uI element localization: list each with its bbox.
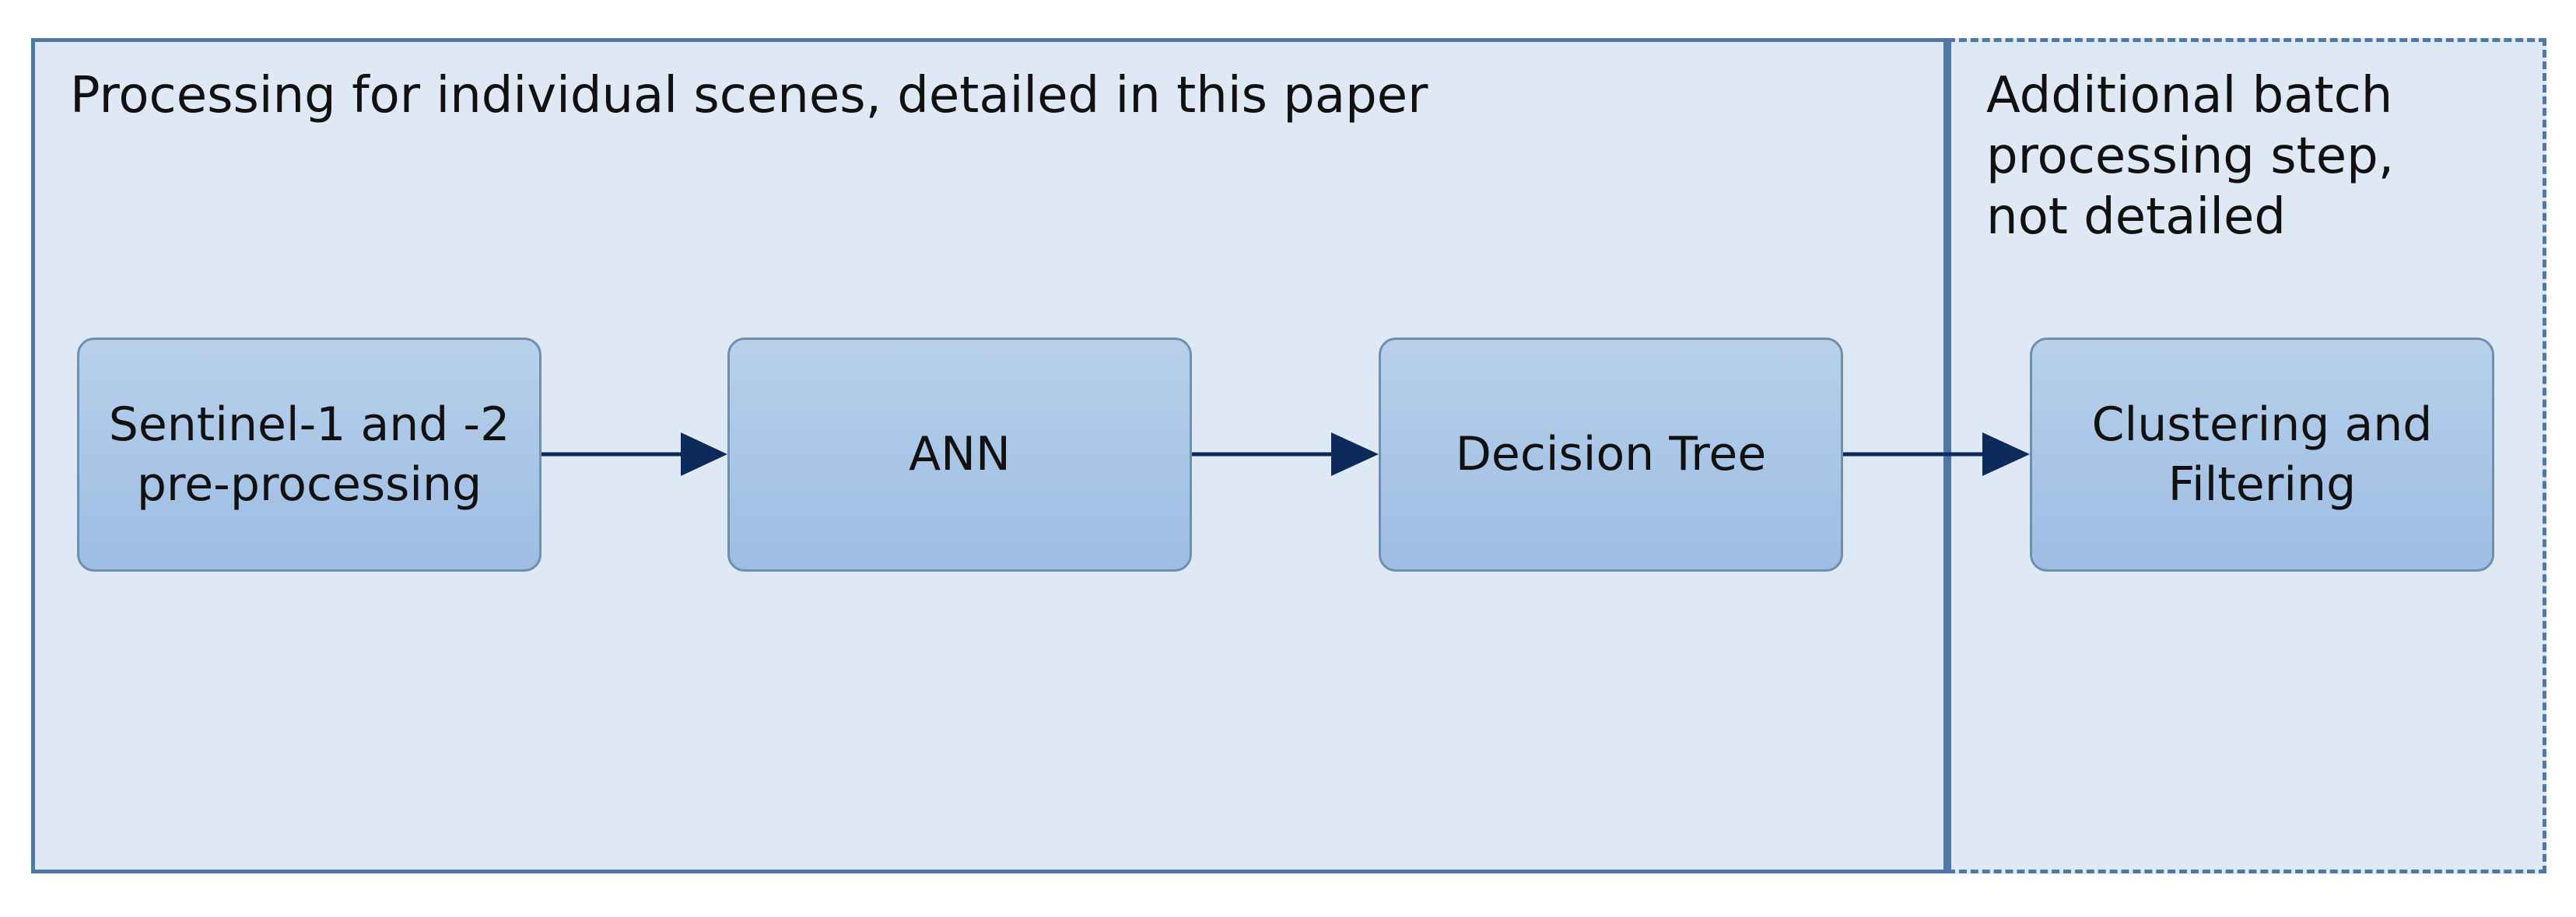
clustering-filtering-label: Clustering and Filtering [2091,397,2433,512]
batch-region-title: Additional batch processing step, not de… [1986,67,2395,247]
sentinel-preprocessing-step[interactable]: Sentinel-1 and -2 pre-processing [77,338,541,572]
clustering-filtering-step[interactable]: Clustering and Filtering [2030,338,2494,572]
ann-step[interactable]: ANN [727,338,1192,572]
decision-tree-label: Decision Tree [1455,427,1767,482]
decision-tree-step[interactable]: Decision Tree [1379,338,1843,572]
ann-label: ANN [909,427,1011,482]
individual-scene-region-title: Processing for individual scenes, detail… [70,67,1428,124]
sentinel-preprocessing-label: Sentinel-1 and -2 pre-processing [108,397,510,512]
